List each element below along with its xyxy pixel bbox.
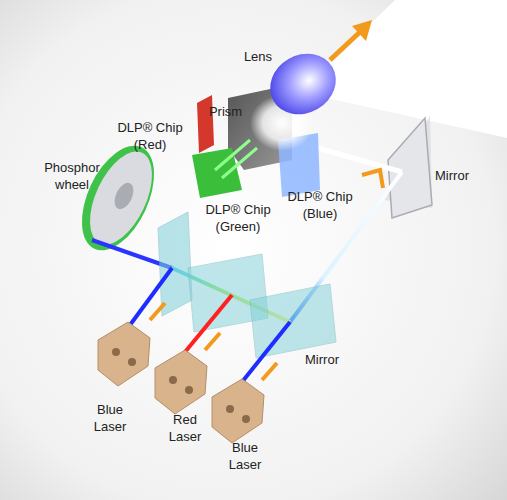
part-label: DLP® Chip (Red): [112, 119, 188, 153]
blue-beam: [242, 322, 290, 382]
wheel-hub: [111, 180, 137, 212]
part-label: Mirror: [290, 351, 354, 368]
dichroic-mirror: [158, 212, 192, 316]
part-label: Prism: [198, 103, 253, 120]
dichroic-mirror: [250, 284, 336, 358]
green-light: [215, 140, 250, 170]
flow-arrow: [362, 170, 383, 188]
arrow-head: [352, 20, 372, 41]
part-label: Mirror: [420, 167, 484, 184]
dlp-chip-green: [192, 148, 242, 198]
flow-arrow: [205, 333, 220, 350]
red-beam: [185, 295, 232, 352]
flow-arrow: [262, 363, 277, 380]
part-label: Lens: [233, 48, 283, 65]
phosphor-wheel-face: [77, 142, 165, 254]
part-label: Blue Laser: [85, 401, 135, 435]
phosphor-wheel: [67, 135, 169, 262]
laser-unit: [98, 322, 150, 386]
part-label: Red Laser: [160, 411, 210, 445]
flow-arrow: [150, 303, 165, 320]
part-label: Phosphor wheel: [32, 159, 112, 193]
part-label: DLP® Chip (Green): [196, 201, 280, 235]
laser-unit: [212, 379, 264, 443]
part-label: DLP® Chip (Blue): [280, 188, 360, 222]
blue-beam: [130, 268, 172, 325]
flow-arrow: [330, 32, 360, 60]
part-label: Blue Laser: [220, 439, 270, 473]
green-light: [222, 148, 257, 178]
dlp-chip-red: [197, 95, 214, 153]
laser-unit: [155, 350, 207, 414]
